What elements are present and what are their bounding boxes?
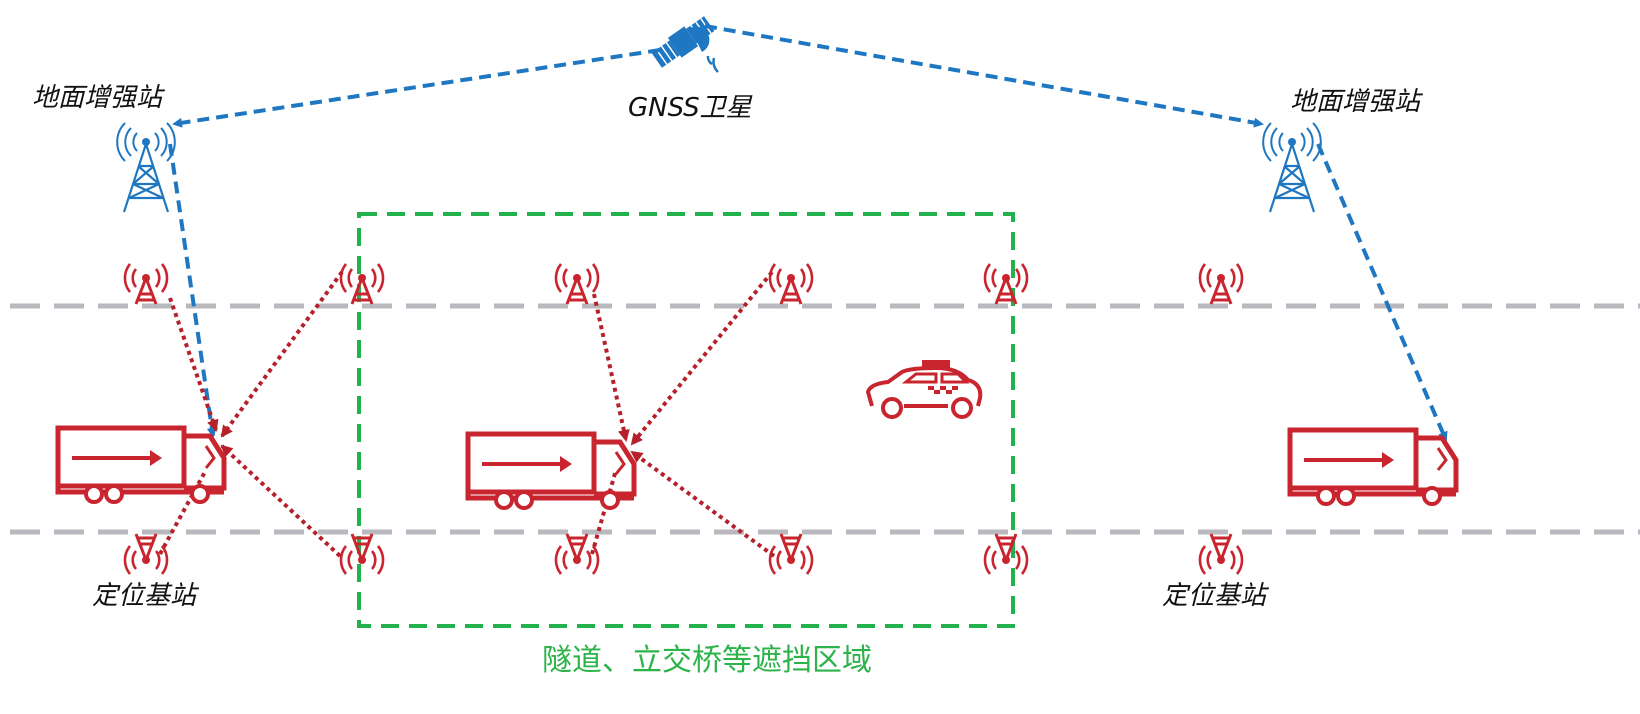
range-link xyxy=(630,450,776,558)
range-link xyxy=(630,270,774,446)
base-station-icon xyxy=(556,534,598,574)
range-link xyxy=(592,293,630,442)
link-left-augment-to-truck xyxy=(168,143,217,438)
blocked-zone-rect xyxy=(357,212,1015,628)
range-link xyxy=(220,270,344,438)
truck-left-icon xyxy=(58,428,224,502)
range-link xyxy=(220,444,342,558)
satellite-dish-icon xyxy=(690,26,719,73)
base-station-icon xyxy=(985,534,1027,574)
base-station-icon xyxy=(554,262,600,306)
augment-station-right-icon xyxy=(1262,122,1322,213)
base-station-icon xyxy=(768,262,814,306)
link-right-augment-to-truck xyxy=(1316,143,1448,442)
augment-left-label: 地面增强站 xyxy=(32,83,166,113)
taxi-icon xyxy=(865,360,983,419)
base-station-icon xyxy=(983,262,1029,306)
base-station-icon xyxy=(339,262,385,306)
link-sat-to-left-augment xyxy=(172,48,661,128)
base-right-label: 定位基站 xyxy=(1162,581,1270,611)
augment-station-left-icon xyxy=(116,122,176,213)
augment-right-label: 地面增强站 xyxy=(1290,87,1424,117)
base-station-icon xyxy=(1198,262,1244,306)
base-station-icon xyxy=(123,262,169,306)
base-station-icon xyxy=(1200,534,1242,574)
truck-right-icon xyxy=(1290,430,1456,504)
base-station-icon xyxy=(770,534,812,574)
range-link xyxy=(590,469,618,555)
link-sat-to-right-augment xyxy=(704,24,1264,128)
blocked-zone-label: 隧道、立交桥等遮挡区域 xyxy=(542,643,872,678)
truck-middle-icon xyxy=(468,434,634,508)
base-station-icon xyxy=(341,534,383,574)
satellite-label: GNSS卫星 xyxy=(628,93,753,123)
base-left-label: 定位基站 xyxy=(92,581,200,611)
